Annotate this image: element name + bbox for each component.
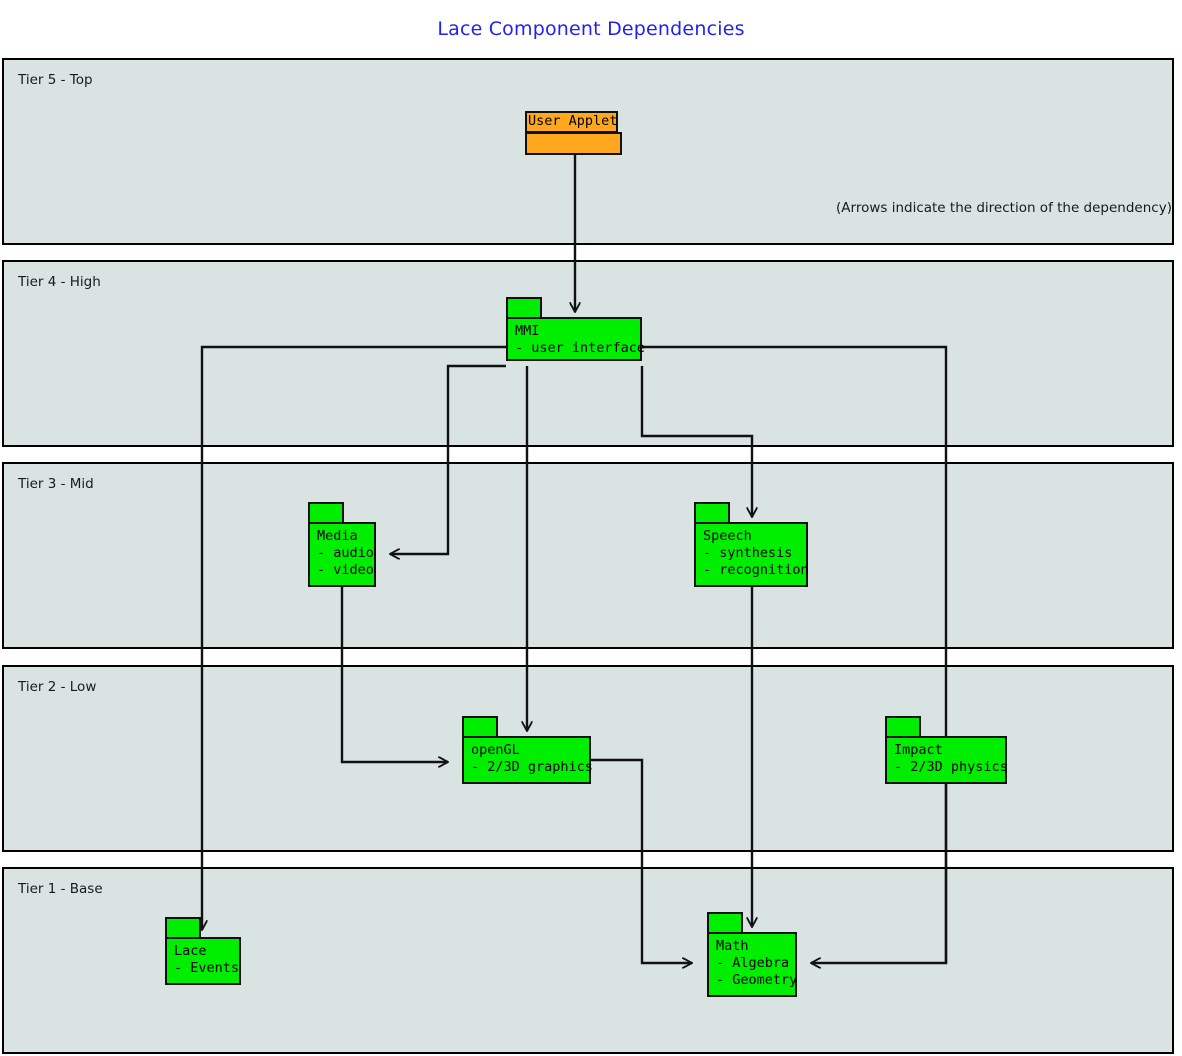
package-lace-title: Lace: [174, 943, 207, 959]
package-user-applet-body: [525, 132, 622, 155]
package-opengl-body: openGL - 2/3D graphics: [462, 736, 593, 784]
package-math-item-0: - Algebra: [716, 955, 790, 971]
package-lace-item-0: - Events: [174, 960, 240, 976]
package-media-tab: [308, 502, 344, 524]
package-lace-body: Lace - Events: [165, 937, 241, 985]
package-media[interactable]: Media - audio - video: [308, 502, 376, 587]
tier-lane-high: Tier 4 - High: [2, 260, 1174, 447]
package-speech-tab: [694, 502, 730, 524]
page-title: Lace Component Dependencies: [437, 18, 745, 40]
package-mmi-tab: [506, 297, 542, 319]
package-math-title: Math: [716, 938, 749, 954]
package-media-title: Media: [317, 528, 358, 544]
package-opengl-tab: [462, 716, 498, 738]
package-impact-item-0: - 2/3D physics: [894, 759, 1008, 775]
package-mmi-body: MMI - user interface: [506, 317, 646, 361]
package-speech[interactable]: Speech - synthesis - recognition: [694, 502, 809, 587]
package-lace[interactable]: Lace - Events: [165, 917, 241, 985]
legend-note: (Arrows indicate the direction of the de…: [836, 200, 1172, 216]
tier-label-2: Tier 2 - Low: [18, 679, 97, 695]
package-mmi[interactable]: MMI - user interface: [506, 297, 646, 365]
package-opengl[interactable]: openGL - 2/3D graphics: [462, 716, 593, 784]
tier-label-4: Tier 4 - High: [18, 274, 101, 290]
package-lace-tab: [165, 917, 201, 939]
package-mmi-title: MMI: [515, 323, 540, 339]
tier-lane-mid: Tier 3 - Mid: [2, 462, 1174, 649]
package-speech-title: Speech: [703, 528, 752, 544]
package-impact[interactable]: Impact - 2/3D physics: [885, 716, 1008, 784]
package-user-applet[interactable]: User Applet: [525, 111, 625, 155]
tier-label-1: Tier 1 - Base: [18, 881, 103, 897]
package-math-body: Math - Algebra - Geometry: [707, 932, 797, 997]
package-impact-tab: [885, 716, 921, 738]
package-speech-item-0: - synthesis: [703, 545, 793, 561]
package-opengl-item-0: - 2/3D graphics: [471, 759, 593, 775]
package-impact-body: Impact - 2/3D physics: [885, 736, 1008, 784]
tier-lane-base: Tier 1 - Base: [2, 867, 1174, 1054]
package-math[interactable]: Math - Algebra - Geometry: [707, 912, 797, 997]
tier-label-5: Tier 5 - Top: [18, 72, 93, 88]
package-mmi-item-0: - user interface: [515, 340, 646, 356]
package-user-applet-title: User Applet: [528, 113, 618, 129]
package-impact-title: Impact: [894, 742, 943, 758]
package-media-item-1: - video: [317, 562, 374, 578]
package-media-body: Media - audio - video: [308, 522, 376, 587]
package-opengl-title: openGL: [471, 742, 520, 758]
package-math-tab: [707, 912, 743, 934]
package-speech-body: Speech - synthesis - recognition: [694, 522, 809, 587]
package-media-item-0: - audio: [317, 545, 374, 561]
package-user-applet-tab: [525, 111, 618, 133]
package-math-item-1: - Geometry: [716, 972, 798, 988]
package-speech-item-1: - recognition: [703, 562, 809, 578]
tier-label-3: Tier 3 - Mid: [18, 476, 94, 492]
